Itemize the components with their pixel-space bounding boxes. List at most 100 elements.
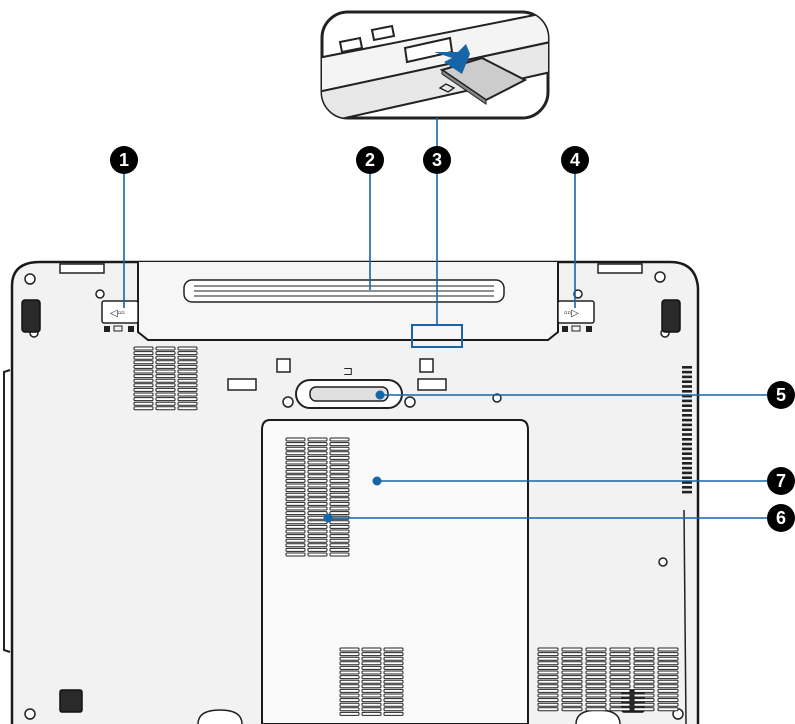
vent-slot <box>561 652 583 657</box>
vent-slot <box>339 661 360 666</box>
vent-slot <box>537 707 559 712</box>
vent-slot <box>361 684 382 689</box>
callout-4-label: 4 <box>570 150 580 170</box>
vent-slot <box>155 397 176 402</box>
vent-slot <box>561 688 583 693</box>
vent-slot <box>329 442 350 447</box>
vent-slot <box>307 492 328 497</box>
vent-slot <box>133 378 154 383</box>
vent-slot <box>383 688 404 693</box>
vent-slot <box>361 679 382 684</box>
vent-slot <box>657 656 679 661</box>
vent-slot <box>585 665 607 670</box>
vent-slot <box>329 524 350 529</box>
vent-slot <box>361 647 382 652</box>
vent-slot <box>537 652 559 657</box>
vent-slot <box>307 538 328 543</box>
vent-slot <box>307 469 328 474</box>
vent-slot <box>329 534 350 539</box>
exhaust-fin <box>682 370 692 374</box>
vent-slot <box>657 688 679 693</box>
vent-slot <box>329 547 350 552</box>
vent-slot <box>339 711 360 716</box>
vent-slot <box>285 492 306 497</box>
vent-slot <box>133 346 154 351</box>
vent-slot <box>307 520 328 525</box>
exhaust-fin <box>682 380 692 383</box>
card-slot-inset <box>320 10 550 120</box>
callout-6-label: 6 <box>776 508 786 528</box>
vent-slot <box>307 547 328 552</box>
vent-slot <box>561 647 583 652</box>
vent-slot <box>307 529 328 534</box>
vent-slot <box>307 497 328 502</box>
vent-slot <box>657 684 679 689</box>
callout-6: 6 <box>767 504 795 532</box>
vent-slot <box>133 392 154 397</box>
exhaust-fin <box>682 418 692 422</box>
vent-slot <box>133 364 154 369</box>
vent-slot <box>155 392 176 397</box>
exhaust-fin <box>682 423 692 427</box>
docking-area: ⊐ <box>227 358 502 409</box>
vent-slot <box>307 524 328 529</box>
vent-slot <box>155 355 176 360</box>
right-vent <box>537 647 679 712</box>
vent-slot <box>307 543 328 548</box>
vent-slot <box>609 693 631 698</box>
vent-slot <box>633 675 655 680</box>
vent-slot <box>561 679 583 684</box>
vent-slot <box>657 665 679 670</box>
vent-slot <box>329 488 350 493</box>
callout-7: 7 <box>767 467 795 495</box>
vent-slot <box>155 387 176 392</box>
vent-slot <box>339 684 360 689</box>
vent-slot <box>307 474 328 479</box>
vent-slot <box>285 460 306 465</box>
vent-slot <box>329 511 350 516</box>
vent-slot <box>633 647 655 652</box>
callout-5: 5 <box>767 381 795 409</box>
vent-slot <box>383 684 404 689</box>
vent-slot <box>657 702 679 707</box>
vent-slot <box>585 656 607 661</box>
vent-slot <box>155 351 176 356</box>
vent-slot <box>339 688 360 693</box>
vent-slot <box>307 511 328 516</box>
vent-slot <box>285 455 306 460</box>
vent-slot <box>307 455 328 460</box>
vent-slot <box>361 661 382 666</box>
insert-arrow-icon <box>434 44 470 74</box>
vent-slot <box>585 652 607 657</box>
vent-slot <box>361 652 382 657</box>
vent-slot <box>633 707 655 712</box>
vent-slot <box>155 378 176 383</box>
vent-slot <box>177 378 198 383</box>
vent-slot <box>657 661 679 666</box>
vent-slot <box>561 665 583 670</box>
vent-slot <box>307 501 328 506</box>
vent-slot <box>155 369 176 374</box>
vent-slot <box>383 656 404 661</box>
vent-slot <box>133 397 154 402</box>
svg-text:◁▫▫: ◁▫▫ <box>110 308 125 319</box>
exhaust-fin <box>682 399 692 403</box>
vent-slot <box>285 465 306 470</box>
vent-slot <box>361 670 382 675</box>
vent-slot <box>307 483 328 488</box>
vent-slot <box>307 488 328 493</box>
exhaust-fin <box>682 390 692 393</box>
vent-slot <box>537 665 559 670</box>
side-exhaust <box>682 366 692 494</box>
vent-slot <box>329 501 350 506</box>
vent-slot <box>285 511 306 516</box>
vent-slot <box>339 652 360 657</box>
vent-slot <box>609 656 631 661</box>
vent-slot <box>133 406 154 411</box>
vent-slot <box>361 698 382 703</box>
vent-slot <box>133 383 154 388</box>
vent-slot <box>329 455 350 460</box>
vent-slot <box>133 369 154 374</box>
vent-slot <box>339 665 360 670</box>
vent-slot <box>339 656 360 661</box>
